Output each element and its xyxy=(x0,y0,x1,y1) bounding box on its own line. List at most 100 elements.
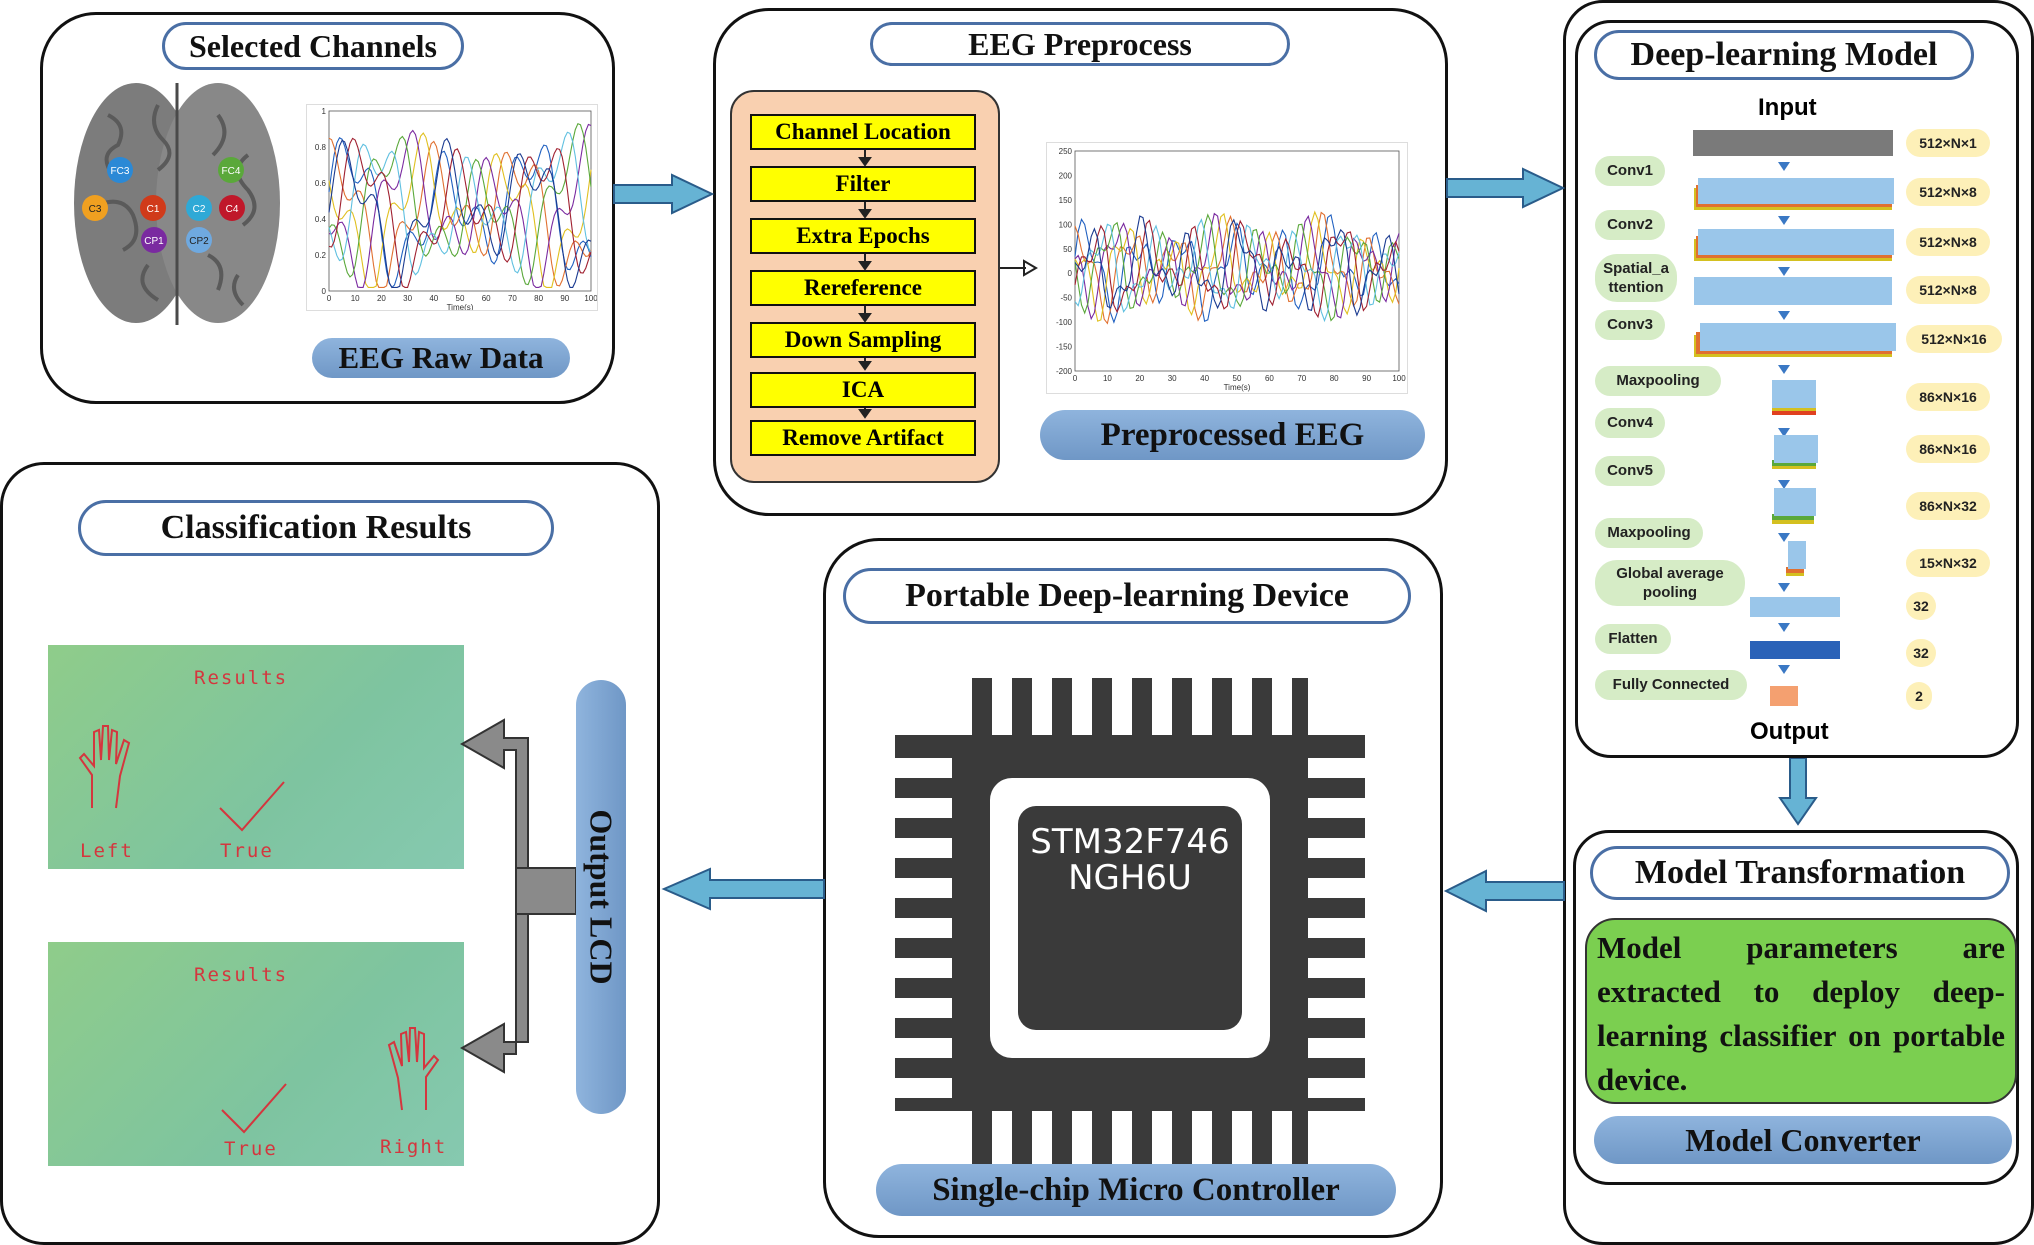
channel-c2: C2 xyxy=(186,195,212,221)
channel-c3: C3 xyxy=(82,195,108,221)
eeg-trace xyxy=(328,132,592,288)
y-tick-label: 0 xyxy=(1068,269,1073,278)
lcd1-results-heading: Results xyxy=(194,667,289,689)
eeg-trace xyxy=(1074,218,1400,323)
x-tick-label: 0 xyxy=(327,294,332,303)
conv5-block xyxy=(1772,488,1816,524)
step-ica: ICA xyxy=(750,372,976,408)
model-input-label: Input xyxy=(1758,94,1817,121)
channel-cp2: CP2 xyxy=(186,227,212,253)
preprocess-to-model-arrow xyxy=(1446,167,1566,209)
left-hand-icon xyxy=(78,725,131,809)
eeg-trace xyxy=(1074,211,1400,325)
y-tick-label: 0.8 xyxy=(315,143,327,152)
layer-conv4: Conv4 xyxy=(1595,408,1665,438)
channel-c1: C1 xyxy=(140,195,166,221)
x-tick-label: 0 xyxy=(1073,374,1078,383)
shape-conv4: 86×N×16 xyxy=(1906,435,1990,463)
shape-maxpooling-1: 86×N×16 xyxy=(1906,383,1990,411)
preprocess-to-plot-arrow xyxy=(1000,259,1038,277)
maxpool1-block xyxy=(1772,380,1816,415)
device-to-results-arrow xyxy=(661,867,825,911)
channels-to-preprocess-arrow xyxy=(613,173,715,215)
y-tick-label: 150 xyxy=(1059,196,1073,205)
checkmark-icon-2 xyxy=(221,1083,287,1134)
x-axis-label: Time(s) xyxy=(447,303,474,311)
step-filter: Filter xyxy=(750,166,976,202)
conv1-block xyxy=(1694,178,1894,210)
x-tick-label: 60 xyxy=(482,294,491,303)
layer-conv5: Conv5 xyxy=(1595,456,1665,486)
layer-conv2: Conv2 xyxy=(1595,210,1665,240)
svg-text:FC4: FC4 xyxy=(222,166,241,177)
layer-fully-connected: Fully Connected xyxy=(1595,670,1747,700)
layer-spatial-attention: Spatial_a ttention xyxy=(1595,254,1677,302)
model-transformation-description: Model parameters are extracted to deploy… xyxy=(1585,918,2017,1104)
shape-conv3: 512×N×16 xyxy=(1906,325,2002,353)
step-extra-epochs: Extra Epochs xyxy=(750,218,976,254)
model-to-transformation-arrow xyxy=(1778,758,1818,826)
layer-maxpooling-1: Maxpooling xyxy=(1595,366,1721,396)
y-tick-label: 250 xyxy=(1059,147,1073,156)
shape-maxpooling-2: 15×N×32 xyxy=(1906,549,1990,577)
y-tick-label: 0.4 xyxy=(315,215,327,224)
conv3-block xyxy=(1694,323,1896,357)
deep-learning-model-title: Deep-learning Model xyxy=(1594,30,1974,80)
eeg-trace xyxy=(328,137,592,288)
eeg-trace xyxy=(328,123,592,288)
step-rereference: Rereference xyxy=(750,270,976,306)
preprocessed-eeg-label: Preprocessed EEG xyxy=(1040,410,1425,460)
lcd2-right-label: Right xyxy=(380,1136,448,1158)
y-tick-label: -150 xyxy=(1056,343,1073,352)
layer-maxpooling-2: Maxpooling xyxy=(1595,518,1703,548)
shape-conv5: 86×N×32 xyxy=(1906,492,1990,520)
eeg-trace xyxy=(328,131,592,276)
chip-label-line1: STM32F746 xyxy=(1030,822,1230,862)
lcd1-right-label: True xyxy=(220,840,274,862)
x-tick-label: 40 xyxy=(429,294,438,303)
channel-c4: C4 xyxy=(219,195,245,221)
x-tick-label: 10 xyxy=(1103,374,1112,383)
x-tick-label: 30 xyxy=(1168,374,1177,383)
spatial-attention-block xyxy=(1694,277,1892,305)
microcontroller-chip-icon xyxy=(895,678,1365,1168)
svg-text:FC3: FC3 xyxy=(111,166,130,177)
model-converter-label: Model Converter xyxy=(1594,1116,2012,1164)
step-down-sampling: Down Sampling xyxy=(750,322,976,358)
lcd2-left-label: True xyxy=(224,1138,278,1160)
plot-frame xyxy=(1074,150,1400,372)
eeg-trace xyxy=(328,137,592,288)
x-tick-label: 50 xyxy=(1233,374,1242,383)
x-tick-label: 20 xyxy=(377,294,386,303)
eeg-preprocess-title: EEG Preprocess xyxy=(870,22,1290,66)
x-tick-label: 80 xyxy=(1330,374,1339,383)
y-tick-label: 1 xyxy=(322,107,327,116)
svg-text:C1: C1 xyxy=(147,204,160,215)
maxpool2-block xyxy=(1786,541,1806,576)
x-tick-label: 90 xyxy=(1362,374,1371,383)
x-tick-label: 70 xyxy=(1297,374,1306,383)
checkmark-icon-1 xyxy=(219,781,285,832)
step-remove-artifact: Remove Artifact xyxy=(750,420,976,456)
shape-flatten: 32 xyxy=(1906,639,1936,667)
model-transformation-title: Model Transformation xyxy=(1590,846,2010,900)
chip-label-line2: NGH6U xyxy=(1068,858,1192,898)
classification-results-title: Classification Results xyxy=(78,500,554,556)
output-lcd-label: Output LCD xyxy=(576,680,626,1114)
layer-global-average-pooling: Global average pooling xyxy=(1595,560,1745,606)
y-tick-label: -100 xyxy=(1056,318,1073,327)
x-tick-label: 10 xyxy=(351,294,360,303)
eeg-trace xyxy=(1074,212,1400,321)
layer-conv1: Conv1 xyxy=(1595,156,1665,186)
svg-text:C3: C3 xyxy=(89,204,102,215)
brain-right-hemisphere xyxy=(156,83,280,323)
eeg-trace xyxy=(1074,215,1400,317)
shape-conv1: 512×N×8 xyxy=(1906,178,1990,206)
x-tick-label: 90 xyxy=(560,294,569,303)
transformation-to-device-arrow xyxy=(1443,869,1565,913)
y-tick-label: 0.2 xyxy=(315,251,327,260)
y-tick-label: 100 xyxy=(1059,220,1073,229)
preprocess-step-connectors xyxy=(858,148,872,419)
layer-flatten: Flatten xyxy=(1595,624,1671,654)
